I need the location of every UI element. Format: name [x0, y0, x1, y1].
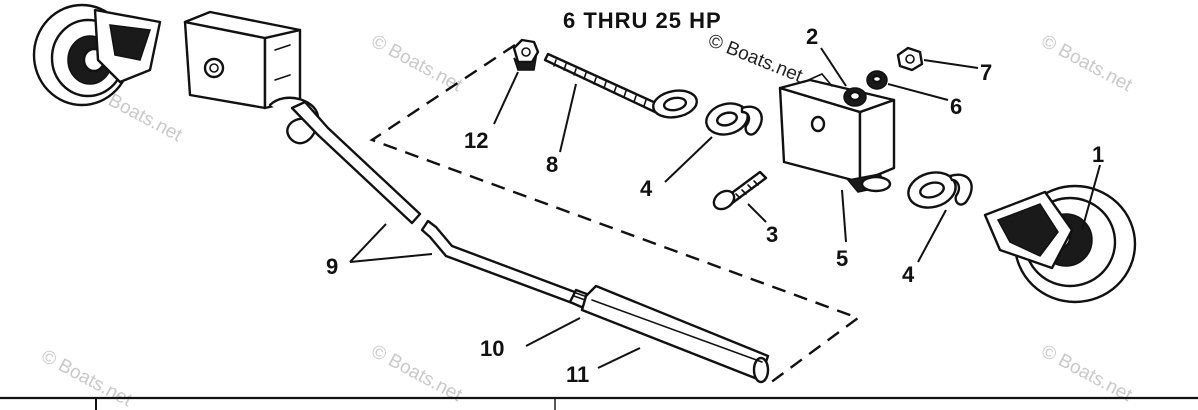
label-part-9: 9: [326, 254, 338, 279]
label-part-7: 7: [980, 60, 992, 85]
label-part-4-right: 4: [902, 262, 915, 287]
label-part-8: 8: [546, 152, 558, 177]
part-8-eye-bolt: [543, 52, 698, 119]
left-bracket: [183, 10, 302, 110]
label-part-12: 12: [464, 128, 488, 153]
watermark: © Boats.net: [1038, 341, 1136, 407]
part-4-washer-left: [705, 102, 763, 136]
left-pulley-assembly: [32, 3, 162, 107]
leader-lines: [349, 47, 1101, 369]
label-part-1: 1: [1092, 142, 1104, 167]
label-part-10: 10: [480, 336, 504, 361]
label-part-2: 2: [806, 24, 818, 49]
part-4-washer-right: [907, 171, 973, 209]
part-2-lock-washer: [843, 87, 867, 107]
label-part-4-left: 4: [640, 176, 653, 201]
table-border: [0, 396, 1198, 410]
part-11-tube: [580, 284, 770, 384]
kit-outline: [369, 44, 861, 384]
label-part-11: 11: [566, 362, 589, 387]
copyright-overlay: © Boats.net: [705, 30, 806, 87]
part-labels: 1 2 3 4 4 5 6 7 8 9 10 11 12: [326, 24, 1104, 387]
diagram-title: 6 THRU 25 HP: [563, 8, 722, 33]
watermark: © Boats.net: [368, 341, 466, 407]
part-1-pulley: [983, 184, 1137, 304]
part-7-nut: [896, 46, 924, 72]
watermark: © Boats.net: [1038, 31, 1136, 97]
part-5-bracket: [778, 73, 896, 193]
label-part-6: 6: [950, 94, 962, 119]
label-part-5: 5: [836, 246, 848, 271]
label-part-3: 3: [766, 222, 778, 247]
part-6-washer: [866, 70, 888, 90]
watermark: © Boats.net: [38, 346, 136, 410]
part-9-link-rod: [268, 96, 582, 306]
part-12-nut: [512, 38, 540, 71]
part-3-screw: [712, 170, 768, 211]
